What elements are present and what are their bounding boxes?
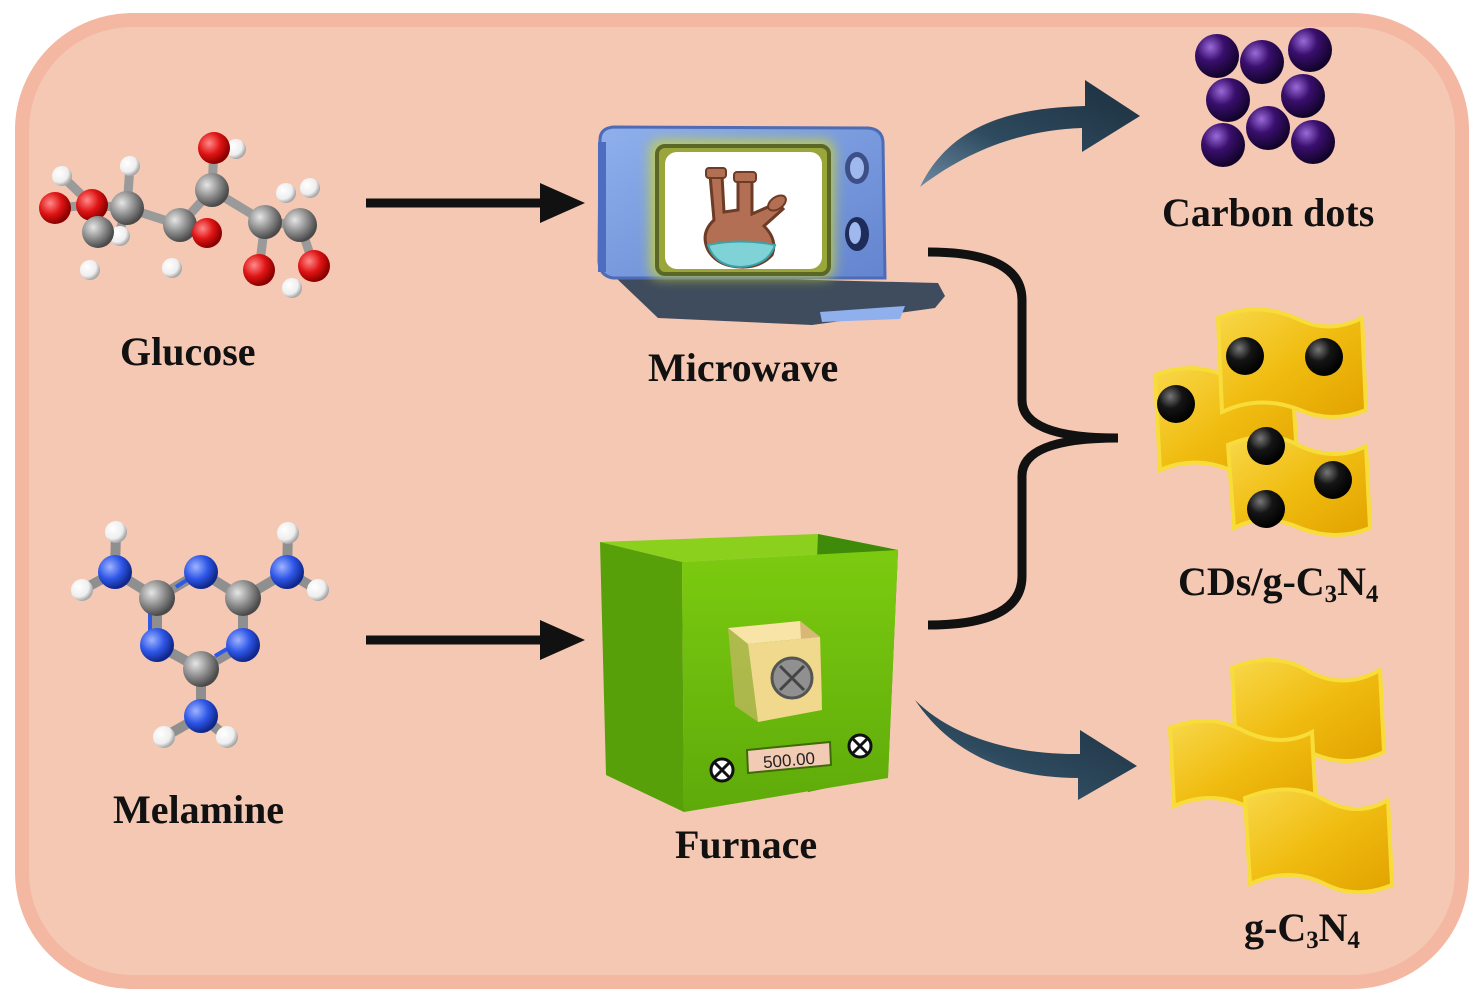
arrow-glucose-to-microwave <box>366 183 585 223</box>
glucose-molecule-icon <box>39 132 330 298</box>
gcn-label-sub2: 4 <box>1347 926 1360 954</box>
cds-gcn-label-sub1: 3 <box>1324 580 1338 608</box>
gcn-label: g-C3N4 <box>1244 908 1360 954</box>
gcn-label-mid: N <box>1318 905 1348 950</box>
furnace-display-value: 500.00 <box>762 749 815 772</box>
arrow-melamine-to-furnace <box>366 620 585 660</box>
furnace-knob-left-icon <box>709 757 735 783</box>
melamine-label: Melamine <box>113 787 285 832</box>
cds-gcn-label-mid: N <box>1337 559 1366 604</box>
cds-gcn-label: CDs/g-C3N4 <box>1178 562 1378 608</box>
microwave-label: Microwave <box>648 345 839 390</box>
carbon-dots-label: Carbon dots <box>1162 190 1375 235</box>
furnace-icon <box>600 534 898 812</box>
melamine-molecule-icon <box>71 521 329 748</box>
round-bottom-flask-icon <box>703 167 787 269</box>
gcn-label-sub1: 3 <box>1306 926 1319 954</box>
cds-gcn-label-prefix: CDs/g-C <box>1178 559 1325 604</box>
glucose-label: Glucose <box>120 329 256 374</box>
cds-gcn-sheet-icon <box>1152 307 1373 537</box>
furnace-label: Furnace <box>675 822 818 867</box>
curved-arrow-to-gcn <box>915 700 1137 800</box>
cds-gcn-label-sub2: 4 <box>1365 580 1379 608</box>
gcn-sheet-icon <box>1167 658 1395 895</box>
gcn-label-prefix: g-C <box>1244 905 1307 950</box>
curved-arrow-to-carbon-dots <box>920 80 1140 187</box>
background-panel <box>15 13 1469 989</box>
carbon-dots-icon <box>1195 28 1335 167</box>
furnace-knob-right-icon <box>847 733 873 759</box>
merge-brace <box>927 247 1119 630</box>
